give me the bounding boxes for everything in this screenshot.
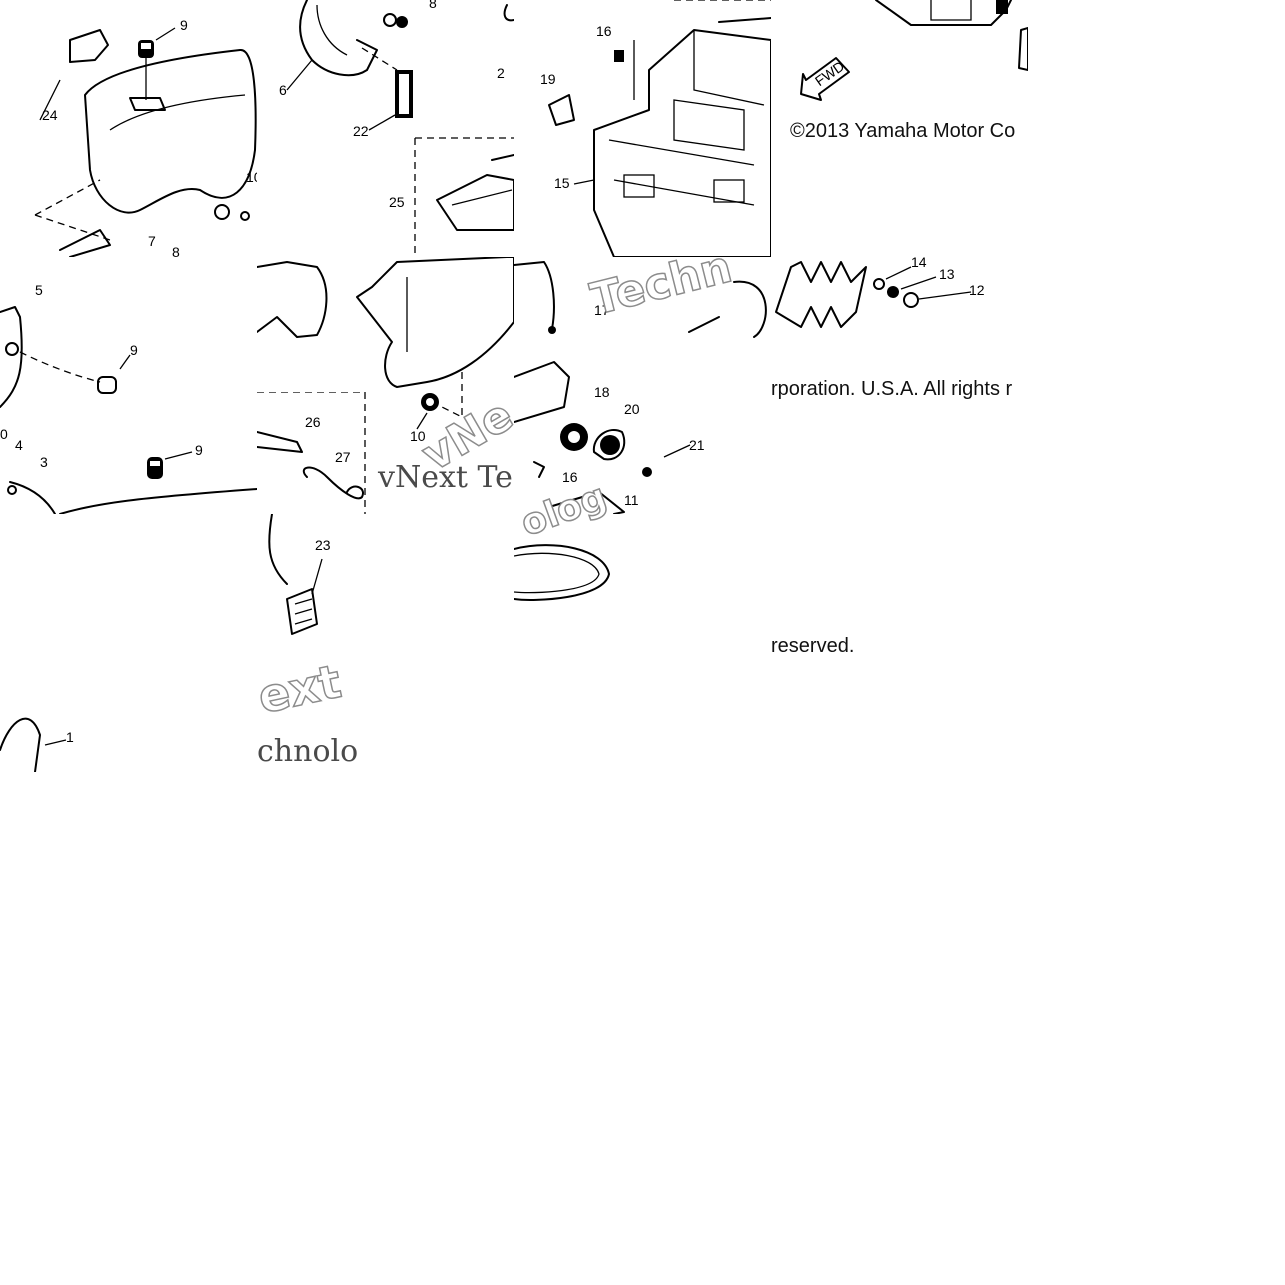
fwd-arrow-icon: FWD bbox=[800, 57, 850, 101]
callout-label: 9 bbox=[130, 342, 138, 358]
callout-label: 10 bbox=[410, 428, 426, 444]
diagram-tile-hooks: 26 27 bbox=[257, 392, 367, 514]
callout-label: 12 bbox=[969, 282, 985, 298]
callout-label: 5 bbox=[35, 282, 43, 298]
callout-label: 13 bbox=[939, 266, 955, 282]
diagram-tile-frame-corner: FWD bbox=[771, 0, 1028, 257]
callout-label: 14 bbox=[911, 257, 927, 270]
diagram-tile-battery-box: 16 19 15 bbox=[514, 0, 771, 257]
callout-label: 19 bbox=[540, 71, 556, 87]
callout-label: 7 bbox=[148, 233, 156, 249]
callout-label: 24 bbox=[42, 107, 58, 123]
callout-label: 18 bbox=[594, 384, 610, 400]
callout-label: 1 bbox=[66, 729, 74, 745]
callout-label: 3 bbox=[40, 454, 48, 470]
callout-label: 17 bbox=[594, 302, 610, 318]
diagram-tile-seat: 1 bbox=[0, 700, 80, 772]
callout-label: 2 bbox=[497, 65, 505, 81]
diagram-tile-bracket: 8 6 22 25 2 bbox=[257, 0, 514, 257]
diagram-tile-side-cover-left: 5 9 4 3 9 0 bbox=[0, 257, 257, 514]
callout-label: 8 bbox=[172, 244, 180, 257]
callout-label: 11 bbox=[624, 492, 639, 508]
callout-label: 8 bbox=[429, 0, 437, 11]
watermark-text: vNext Te bbox=[378, 460, 513, 495]
callout-label: 6 bbox=[279, 82, 287, 98]
callout-label: 9 bbox=[180, 17, 188, 33]
callout-label: 9 bbox=[195, 442, 203, 458]
diagram-tile-band bbox=[514, 514, 614, 602]
callout-label: 16 bbox=[596, 23, 612, 39]
diagram-tile-side-cover: 9 24 10 7 8 bbox=[0, 0, 257, 257]
callout-label: 25 bbox=[389, 194, 405, 210]
callout-label: 4 bbox=[15, 437, 23, 453]
callout-label: 23 bbox=[315, 537, 331, 553]
diagram-tile-fuse-holder: 23 bbox=[257, 514, 367, 639]
callout-label: 0 bbox=[0, 426, 8, 442]
copyright-line-2: rporation. U.S.A. All rights r bbox=[771, 378, 1013, 400]
diagram-tile-fuse-block: 14 13 12 bbox=[771, 257, 1028, 514]
watermark-text: ext bbox=[253, 653, 347, 725]
callout-label: 22 bbox=[353, 123, 369, 139]
callout-label: 20 bbox=[624, 401, 640, 417]
callout-label: 16 bbox=[562, 469, 578, 485]
callout-label: 10 bbox=[246, 169, 257, 185]
copyright-line-1: ©2013 Yamaha Motor Co bbox=[790, 120, 1016, 142]
callout-label: 15 bbox=[554, 175, 570, 191]
callout-label: 21 bbox=[689, 437, 705, 453]
copyright-line-3: reserved. bbox=[771, 635, 855, 657]
callout-label: 27 bbox=[335, 449, 351, 465]
diagram-tile-battery-parts: 17 18 20 21 16 11 bbox=[514, 257, 771, 514]
watermark-text: chnolo bbox=[257, 734, 359, 769]
callout-label: 26 bbox=[305, 414, 321, 430]
